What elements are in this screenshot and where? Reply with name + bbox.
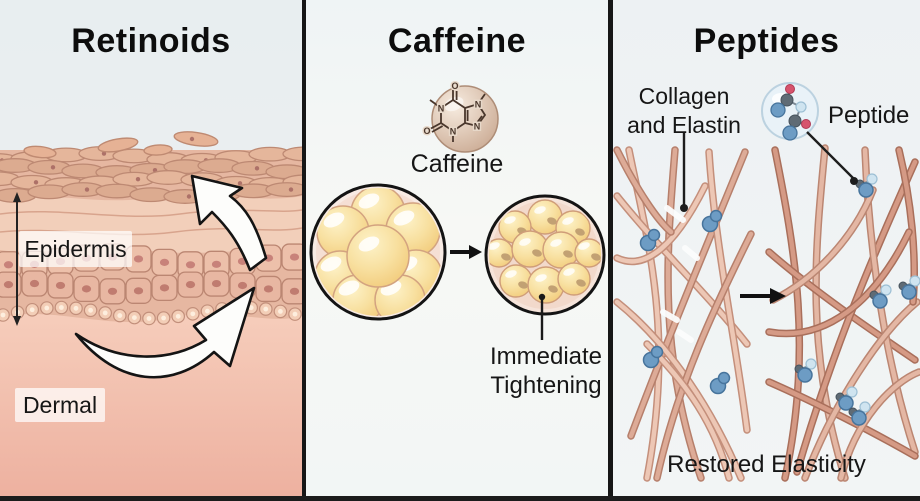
svg-text:N: N — [475, 100, 482, 110]
peptide-pointer-line — [806, 131, 858, 185]
panel-caffeine: Caffeine O O N N N N Caffeine Immediate Tight… — [306, 0, 608, 501]
caffeine-illustration: O O N N N N — [309, 80, 606, 340]
peptide-transition-arrow — [740, 288, 786, 304]
restored-elasticity-label: Restored Elasticity — [667, 451, 866, 478]
svg-text:O: O — [451, 81, 458, 91]
svg-text:O: O — [423, 126, 430, 136]
panel-divider — [302, 0, 306, 501]
peptide-molecule-bubble — [761, 82, 819, 141]
retinoid-flow-arrow-upper — [190, 174, 268, 272]
caffeine-molecule-badge: O O N N N N — [422, 80, 499, 153]
collagen-fibers-illustration — [613, 82, 920, 482]
basal-layer — [0, 300, 302, 326]
svg-text:N: N — [450, 127, 457, 137]
stratum-corneum — [0, 146, 302, 204]
peptide-molecule-label: Peptide — [828, 102, 910, 129]
tightening-pointer-line — [538, 293, 546, 340]
collagen-pointer-line — [680, 133, 688, 212]
panel-peptides: Peptides Collagen and Elastin Peptide Re… — [613, 0, 920, 501]
panel-divider — [608, 0, 613, 501]
collagen-fibers-before — [613, 146, 755, 482]
retinoid-flow-arrow-lower — [74, 286, 256, 379]
fat-cells-after — [484, 194, 606, 316]
fat-cells-before — [309, 183, 447, 321]
dermal-label: Dermal — [15, 388, 105, 422]
svg-text:N: N — [474, 122, 481, 132]
peptides-title: Peptides — [693, 22, 840, 60]
retinoids-title: Retinoids — [71, 22, 231, 60]
collagen-elastin-label: Collagen and Elastin — [627, 83, 741, 138]
epidermis-depth-arrow — [13, 192, 21, 326]
caffeine-transition-arrow — [450, 245, 482, 259]
skin-layers — [0, 131, 302, 501]
epidermis-label: Epidermis — [19, 231, 132, 267]
bottom-border — [0, 496, 920, 501]
caffeine-title: Caffeine — [387, 22, 527, 60]
panel-retinoids: Retinoids Epidermis Dermal — [0, 0, 302, 501]
svg-text:N: N — [438, 104, 445, 114]
caffeine-molecule-label: Caffeine — [410, 150, 504, 178]
immediate-tightening-label: Immediate Tightening — [489, 343, 603, 400]
collagen-fibers-after — [765, 144, 920, 482]
surface-flakes — [23, 131, 219, 159]
